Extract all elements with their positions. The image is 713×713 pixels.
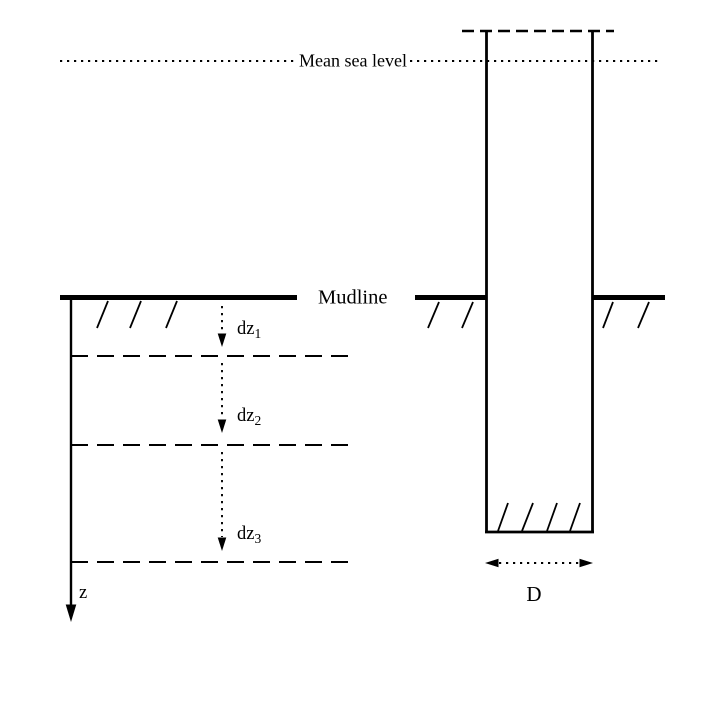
dz2-label-sub: 2	[254, 413, 261, 428]
hatch-mark	[461, 301, 474, 329]
soil-layer-boundaries	[71, 355, 354, 563]
dz3-label: dz3	[237, 524, 261, 546]
mean-sea-level-label-background	[296, 49, 410, 73]
left-mudline-hatches	[96, 300, 178, 329]
hatch-mark	[602, 301, 614, 329]
dz2-arrowhead-icon	[217, 419, 227, 433]
mean-sea-level: Mean sea level	[60, 49, 658, 73]
z-axis-arrowhead-icon	[65, 604, 77, 622]
z-axis-label: z	[79, 583, 87, 603]
dz3-increment: dz3	[217, 452, 261, 551]
pile-tip-hatches	[497, 502, 581, 532]
mean-sea-level-label: Mean sea level	[299, 51, 407, 71]
hatch-mark	[129, 300, 142, 329]
left-soil-profile: Mudline z dz1	[60, 287, 387, 622]
diameter-right-arrowhead-icon	[579, 558, 593, 568]
dz2-increment: dz2	[217, 363, 261, 433]
diameter-left-arrowhead-icon	[485, 558, 499, 568]
hatch-mark	[546, 502, 558, 532]
dz2-label: dz2	[237, 406, 261, 428]
pile-diameter-dimension: D	[485, 558, 593, 606]
dz3-label-base: dz	[237, 524, 254, 544]
dz3-arrowhead-icon	[217, 537, 227, 551]
dz3-label-sub: 3	[254, 531, 261, 546]
hatch-mark	[521, 502, 534, 532]
dz2-label-base: dz	[237, 406, 254, 426]
hatch-mark	[637, 301, 650, 329]
pile: D	[415, 29, 665, 606]
hatch-mark	[497, 502, 509, 532]
right-mudline-hatches	[427, 301, 650, 329]
diameter-label: D	[526, 582, 541, 606]
hatch-mark	[427, 301, 440, 329]
hatch-mark	[165, 300, 178, 329]
dz1-label-sub: 1	[254, 326, 261, 341]
dz1-label-base: dz	[237, 319, 254, 339]
dz1-arrowhead-icon	[217, 333, 227, 347]
dz1-increment: dz1	[217, 306, 261, 347]
hatch-mark	[569, 502, 581, 532]
mudline-label: Mudline	[318, 287, 387, 309]
hatch-mark	[96, 300, 109, 329]
z-axis: z	[65, 298, 87, 622]
dz1-label: dz1	[237, 319, 261, 341]
